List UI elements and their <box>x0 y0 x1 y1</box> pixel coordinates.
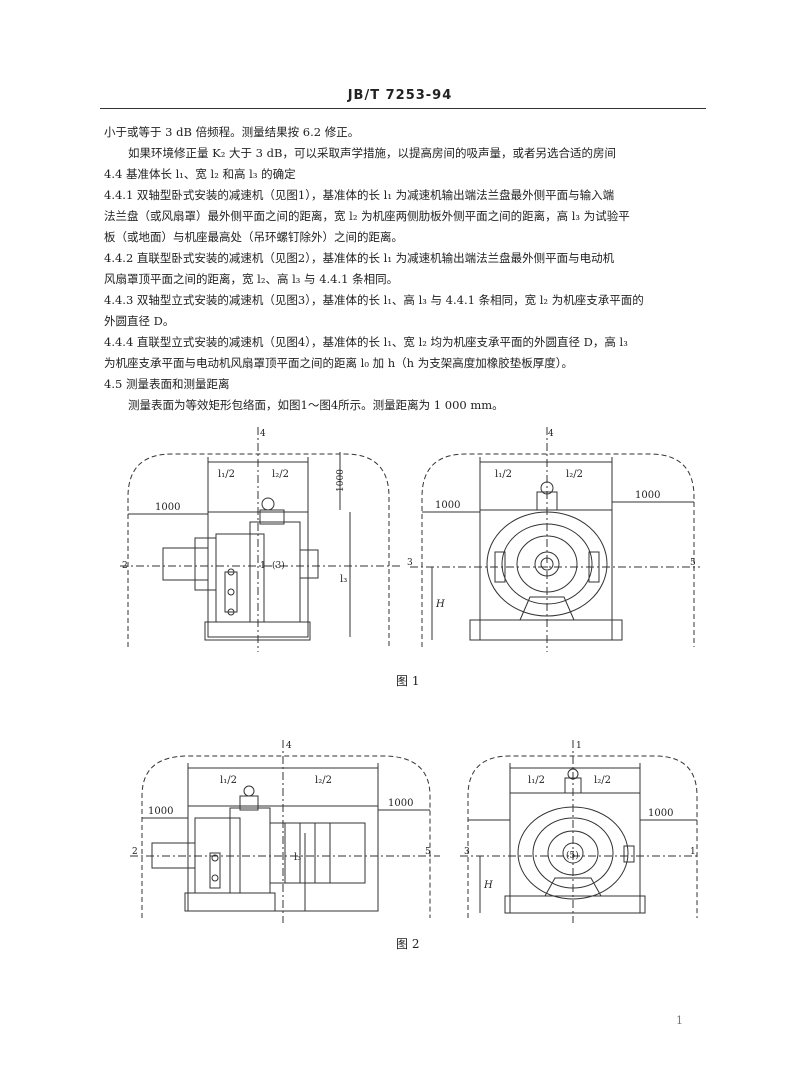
fig1-front-half-l2: l₂/2 <box>566 469 583 480</box>
document-number: JB/T 7253-94 <box>347 88 453 103</box>
text-line-6: 板（或地面）与机座最高处（吊环螺钉除外）之间的距离。 <box>104 230 403 244</box>
fig1-front-dist-left: 1000 <box>435 500 460 511</box>
fig1-label-pos1: 1 <box>260 561 266 571</box>
fig1-label-l3: l₃ <box>340 574 347 585</box>
fig1-label-pos4-front: 4 <box>548 429 554 439</box>
fig1-label-pos2: 2 <box>122 561 128 571</box>
text-line-4: 4.4.1 双轴型卧式安装的减速机（见图1），基准体的长 l₁ 为减速机输出端法… <box>104 188 615 202</box>
fig2-label-pos3: 3 <box>464 847 470 857</box>
text-line-8: 风扇罩顶平面之间的距离，宽 l₂、高 l₃ 与 4.4.1 条相同。 <box>104 272 399 286</box>
fig2-label-pos1: 1 <box>576 741 582 751</box>
fig2-label-pos5: 5 <box>425 847 431 857</box>
figure-1-drawing: l₁/2 l₂/2 1000 1000 l₃ 1 (3) 2 4 4 3 5 l… <box>120 427 700 652</box>
figure-2-caption: 图 2 <box>396 937 420 951</box>
text-line-10: 外圆直径 D。 <box>104 314 175 328</box>
fig2-label-pos4: 4 <box>286 741 292 751</box>
figure-2-drawing: l₁/2 l₂/2 1000 1000 l₃ 4 2 5 1 (5) 3 1 l… <box>130 740 700 923</box>
page-number: 1 <box>676 1014 683 1027</box>
text-line-1: 小于或等于 3 dB 倍频程。测量结果按 6.2 修正。 <box>104 125 360 139</box>
fig1-label-dist-top: 1000 <box>336 469 346 492</box>
fig2-label-ref: (5) <box>566 850 579 861</box>
text-line-12: 为机座支承平面与电动机风扇罩顶平面之间的距离 l₀ 加 h（h 为支架高度加橡胶… <box>104 356 573 370</box>
fig2-label-half-l2: l₂/2 <box>315 775 332 786</box>
section-4-5-heading: 4.5 测量表面和测量距离 <box>104 377 230 391</box>
figure-1-caption: 图 1 <box>396 674 420 688</box>
text-line-11: 4.4.4 直联型立式安装的减速机（见图4），基准体的长 l₁、宽 l₂ 均为机… <box>104 335 628 349</box>
text-line-9: 4.4.3 双轴型立式安装的减速机（见图3），基准体的长 l₁、高 l₃ 与 4… <box>104 293 644 307</box>
fig2-label-half-l1: l₁/2 <box>220 775 237 786</box>
text-line-14: 测量表面为等效矩形包络面，如图1～图4所示。测量距离为 1 000 mm。 <box>128 398 504 412</box>
fig2-label-l3: l₃ <box>294 852 301 863</box>
fig1-front-half-l1: l₁/2 <box>495 469 512 480</box>
fig2-label-height: H <box>483 880 493 891</box>
fig2-label-dist-right: 1000 <box>388 798 413 809</box>
fig2-front-dist-right: 1000 <box>648 808 673 819</box>
fig2-label-dist-left: 1000 <box>148 806 173 817</box>
fig1-label-pos4: 4 <box>260 429 266 439</box>
fig1-label-pos5: 5 <box>690 558 696 568</box>
fig2-front-half-l2: l₂/2 <box>594 775 611 786</box>
text-line-5: 法兰盘（或风扇罩）最外侧平面之间的距离，宽 l₂ 为机座两侧肋板外侧平面之间的距… <box>104 209 630 223</box>
fig1-label-ref: (3) <box>272 560 285 571</box>
text-line-7: 4.4.2 直联型卧式安装的减速机（见图2），基准体的长 l₁ 为减速机输出端法… <box>104 251 615 265</box>
fig1-label-pos3: 3 <box>407 558 413 568</box>
fig2-label-pos1-right: 1 <box>690 847 696 857</box>
fig1-label-half-l1: l₁/2 <box>218 469 235 480</box>
fig1-label-dist-left: 1000 <box>155 502 180 513</box>
fig1-label-height: H <box>435 599 445 610</box>
fig2-front-half-l1: l₁/2 <box>528 775 545 786</box>
section-4-4-heading: 4.4 基准体长 l₁、宽 l₂ 和高 l₃ 的确定 <box>104 167 296 181</box>
fig1-label-half-l2: l₂/2 <box>272 469 289 480</box>
fig2-label-pos2: 2 <box>132 847 138 857</box>
header-rule <box>100 108 706 109</box>
text-line-2: 如果环境修正量 K₂ 大于 3 dB，可以采取声学措施，以提高房间的吸声量，或者… <box>128 146 616 160</box>
fig1-front-dist-right: 1000 <box>635 490 660 501</box>
